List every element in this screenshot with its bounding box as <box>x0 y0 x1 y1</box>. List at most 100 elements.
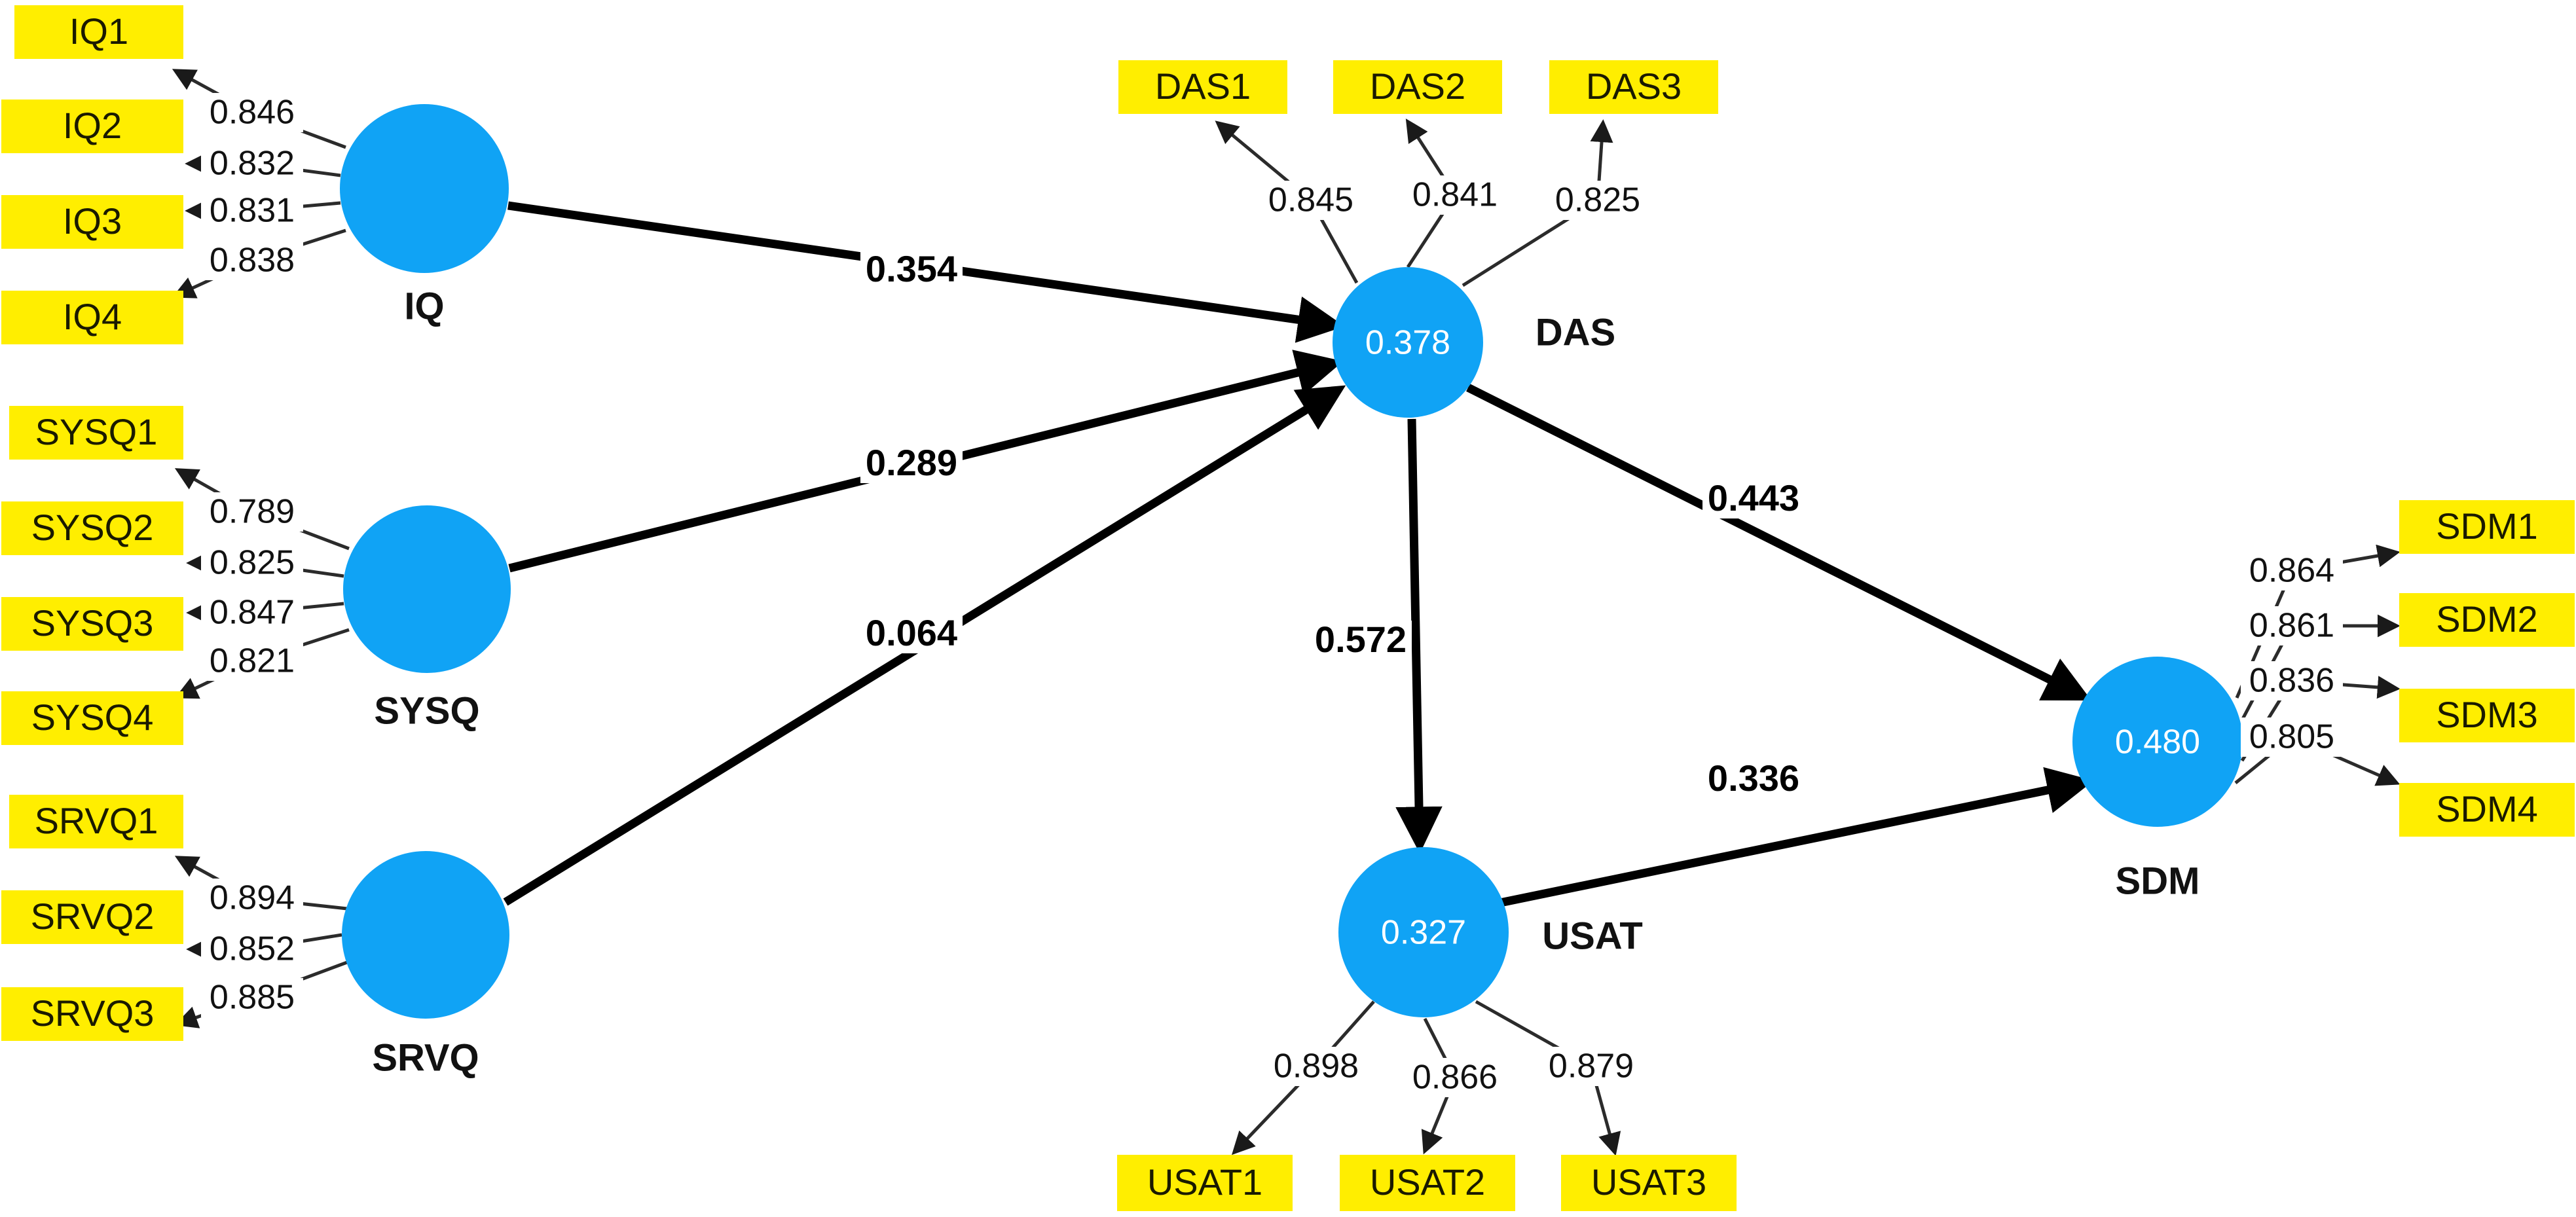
coefficient-label-backdrop <box>1404 1058 1506 1097</box>
indicator-sdm4[interactable]: SDM4 <box>2399 783 2575 837</box>
indicator-box[interactable] <box>1 597 183 651</box>
indicator-box[interactable] <box>1 100 183 153</box>
indicator-label: USAT2 <box>1370 1161 1485 1203</box>
indicator-iq3[interactable]: IQ3 <box>1 195 183 249</box>
latent-circle[interactable] <box>1338 847 1509 1017</box>
indicator-sysq2[interactable]: SYSQ2 <box>1 501 183 555</box>
structural-path-das-to-sdm <box>1466 384 2091 701</box>
indicator-box[interactable] <box>1 291 183 344</box>
indicator-label: USAT3 <box>1591 1161 1706 1203</box>
indicator-iq4[interactable]: IQ4 <box>1 291 183 344</box>
coefficient-label-backdrop <box>860 614 963 653</box>
coefficient-path-sysq-das: 0.289 <box>866 442 957 483</box>
indicator-box[interactable] <box>1 890 183 944</box>
indicator-box[interactable] <box>1333 60 1502 114</box>
latent-circle[interactable] <box>340 104 509 273</box>
coefficient-loading-iq-iq1: 0.846 <box>210 94 295 132</box>
coefficient-loading-usat-usat1: 0.898 <box>1274 1047 1359 1085</box>
coefficient-label-backdrop <box>201 642 303 681</box>
indicator-box[interactable] <box>14 5 183 59</box>
indicator-iq2[interactable]: IQ2 <box>1 100 183 153</box>
indicator-das1[interactable]: DAS1 <box>1118 60 1287 114</box>
indicator-label: SRVQ2 <box>31 896 155 937</box>
indicator-box[interactable] <box>1 195 183 249</box>
coefficient-loading-das-das2: 0.841 <box>1412 176 1498 214</box>
latent-variable-name: DAS <box>1536 311 1615 354</box>
coefficient-label-backdrop <box>1310 621 1412 660</box>
indicator-box[interactable] <box>1 691 183 745</box>
indicator-box[interactable] <box>2399 593 2575 647</box>
indicator-sysq3[interactable]: SYSQ3 <box>1 597 183 651</box>
indicator-sdm3[interactable]: SDM3 <box>2399 689 2575 742</box>
indicator-label: USAT1 <box>1147 1161 1262 1203</box>
indicator-sdm2[interactable]: SDM2 <box>2399 593 2575 647</box>
coefficient-label-backdrop <box>1702 759 1805 799</box>
indicator-box[interactable] <box>1 501 183 555</box>
coefficient-loading-iq-iq4: 0.838 <box>210 242 295 280</box>
indicator-box[interactable] <box>1549 60 1718 114</box>
indicator-box-group: IQ1IQ2IQ3IQ4SYSQ1SYSQ2SYSQ3SYSQ4SRVQ1SRV… <box>1 5 2575 1211</box>
latent-variable-srvq[interactable]: SRVQ <box>342 851 509 1079</box>
latent-circle[interactable] <box>343 505 511 673</box>
coefficient-label-backdrop <box>201 978 303 1017</box>
indicator-box[interactable] <box>2399 689 2575 742</box>
coefficient-loading-iq-iq2: 0.832 <box>210 145 295 183</box>
coefficient-path-usat-sdm: 0.336 <box>1708 757 1799 799</box>
coefficient-label-backdrop <box>201 593 303 632</box>
indicator-box[interactable] <box>1117 1155 1293 1211</box>
indicator-sysq1[interactable]: SYSQ1 <box>9 406 183 460</box>
indicator-sysq4[interactable]: SYSQ4 <box>1 691 183 745</box>
indicator-usat2[interactable]: USAT2 <box>1340 1155 1515 1211</box>
indicator-iq1[interactable]: IQ1 <box>14 5 183 59</box>
coefficient-loading-sdm-sdm3: 0.836 <box>2249 662 2334 700</box>
coefficient-label-backdrop <box>2241 551 2343 590</box>
coefficient-label-backdrop <box>201 492 303 532</box>
coefficient-path-iq-das: 0.354 <box>866 248 957 289</box>
indicator-usat1[interactable]: USAT1 <box>1117 1155 1293 1211</box>
indicator-label: SRVQ1 <box>35 800 158 841</box>
coefficient-loading-sdm-sdm2: 0.861 <box>2249 607 2334 645</box>
coefficient-label-backdrop <box>201 144 303 183</box>
indicator-box[interactable] <box>1 987 183 1041</box>
coefficient-label-backdrop <box>201 543 303 583</box>
indicator-box[interactable] <box>1118 60 1287 114</box>
indicator-sdm1[interactable]: SDM1 <box>2399 500 2575 554</box>
indicator-box[interactable] <box>2399 500 2575 554</box>
indicator-label: SYSQ3 <box>31 602 154 644</box>
indicator-srvq1[interactable]: SRVQ1 <box>9 795 183 848</box>
latent-variable-iq[interactable]: IQ <box>340 104 509 327</box>
coefficient-loading-sysq-sysq4: 0.821 <box>210 642 295 680</box>
indicator-usat3[interactable]: USAT3 <box>1561 1155 1737 1211</box>
coefficient-label-backdrop <box>201 191 303 230</box>
latent-variable-name: SDM <box>2116 860 2200 902</box>
coefficient-label-backdrop <box>201 930 303 969</box>
indicator-label: SYSQ4 <box>31 697 154 738</box>
indicator-label: IQ4 <box>63 296 122 337</box>
coefficient-loading-srvq-srvq3: 0.885 <box>210 979 295 1017</box>
coefficient-label-backdrop <box>860 250 963 289</box>
indicator-label: DAS2 <box>1370 65 1465 107</box>
indicator-das3[interactable]: DAS3 <box>1549 60 1718 114</box>
structural-path-das-to-usat <box>1395 418 1443 854</box>
coefficient-path-srvq-das: 0.064 <box>866 612 957 653</box>
latent-variable-sysq[interactable]: SYSQ <box>343 505 511 732</box>
indicator-das2[interactable]: DAS2 <box>1333 60 1502 114</box>
coefficient-label-backdrop <box>2241 661 2343 700</box>
indicator-label: IQ1 <box>69 10 128 52</box>
coefficient-path-das-usat: 0.572 <box>1315 619 1407 660</box>
latent-circle[interactable] <box>342 851 509 1019</box>
indicator-box[interactable] <box>9 795 183 848</box>
latent-circle[interactable] <box>2072 657 2243 827</box>
indicator-box[interactable] <box>1561 1155 1737 1211</box>
indicator-box[interactable] <box>2399 783 2575 837</box>
latent-circle[interactable] <box>1333 267 1483 418</box>
indicator-label: SDM3 <box>2436 694 2538 735</box>
indicator-box[interactable] <box>9 406 183 460</box>
indicator-box[interactable] <box>1340 1155 1515 1211</box>
indicator-srvq2[interactable]: SRVQ2 <box>1 890 183 944</box>
indicator-srvq3[interactable]: SRVQ3 <box>1 987 183 1041</box>
